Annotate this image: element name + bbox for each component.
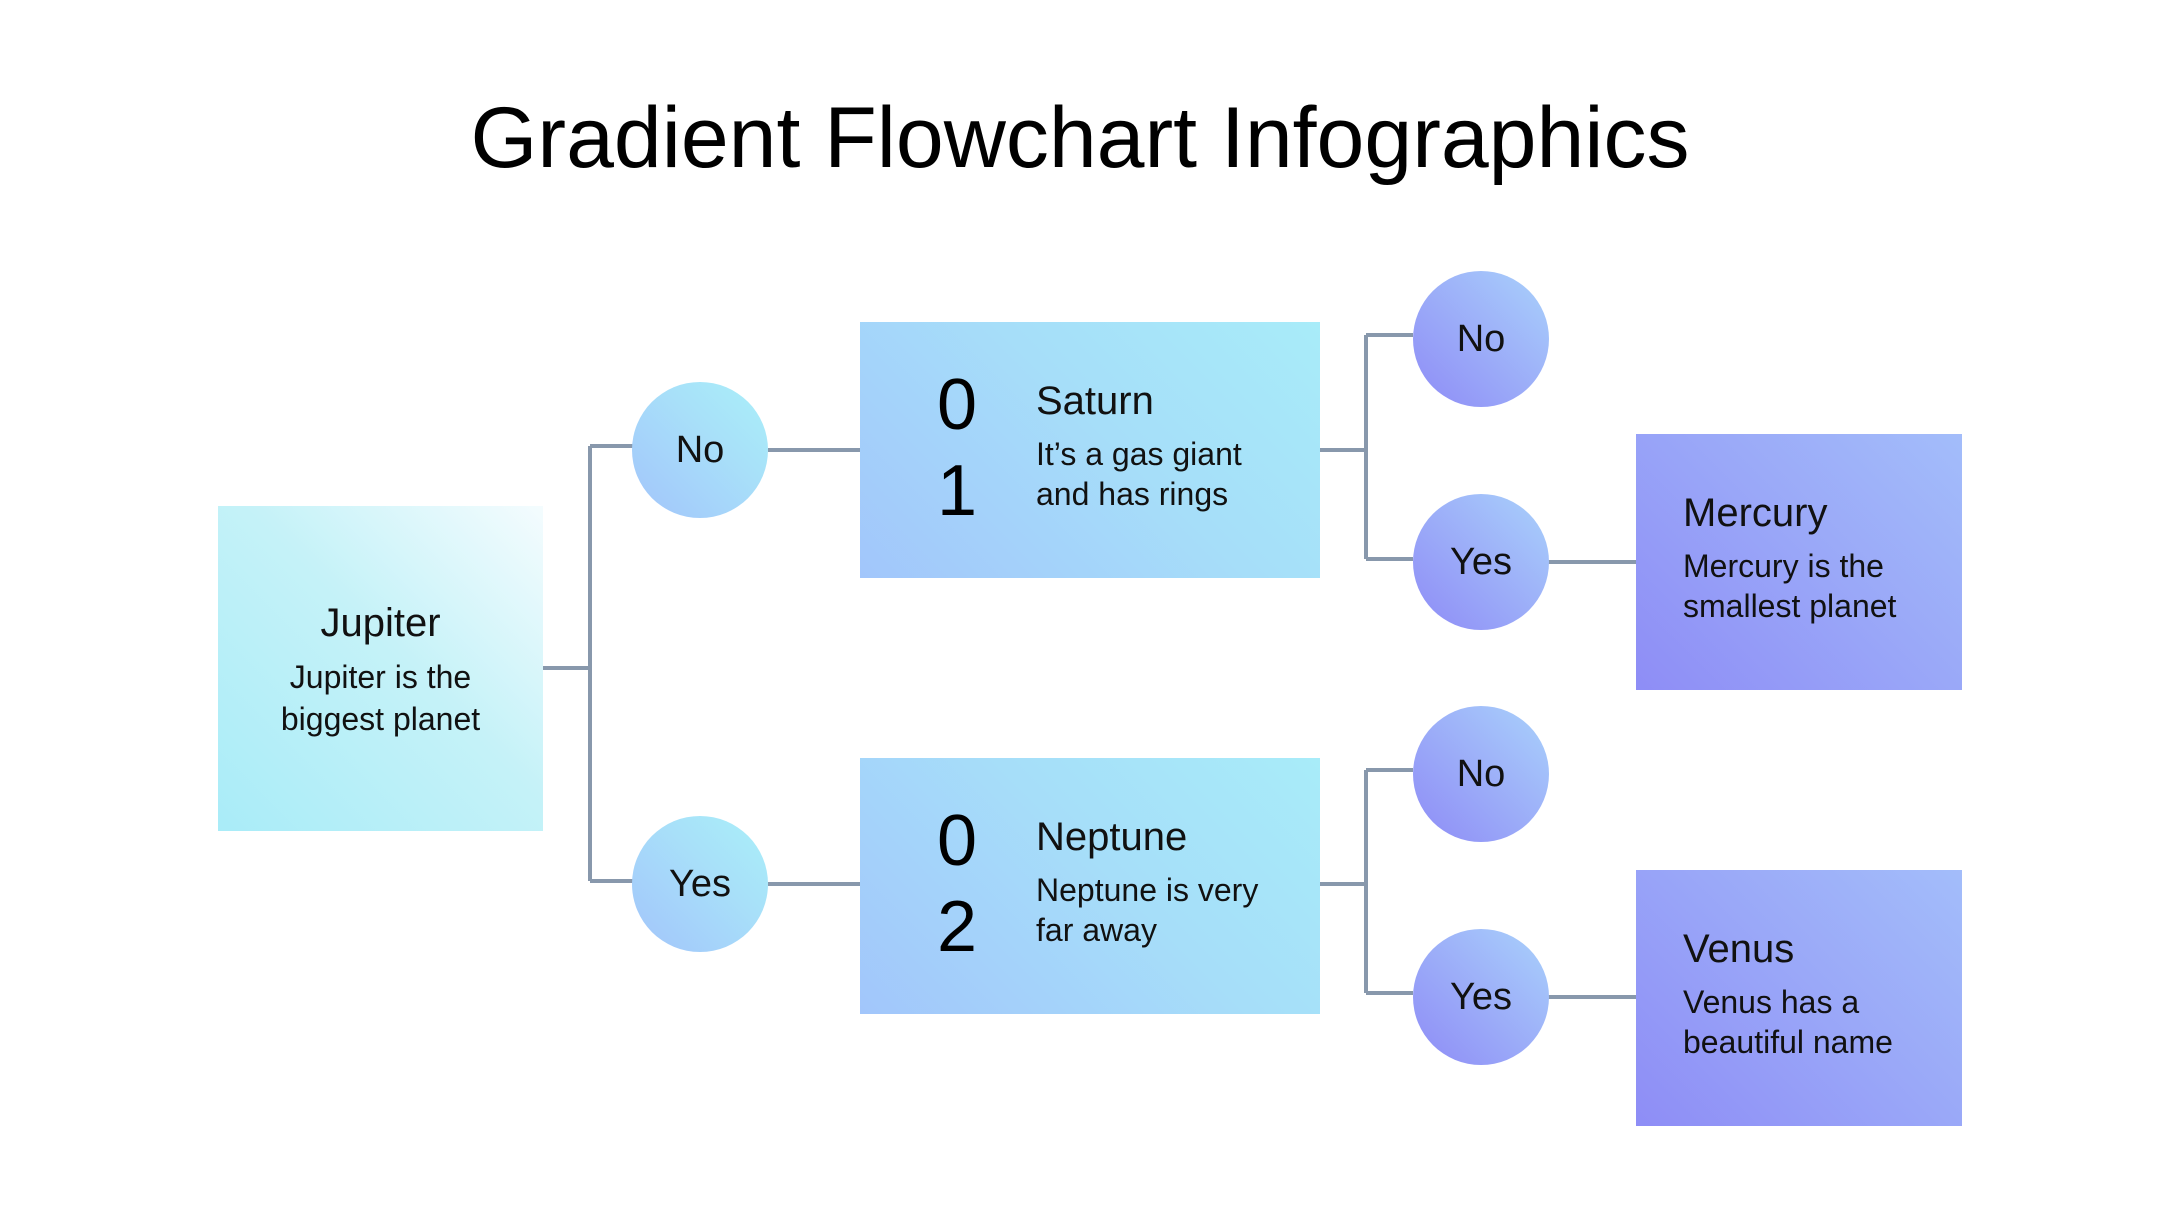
- decision-saturn-yes: Yes: [1413, 494, 1549, 630]
- node-mercury: Mercury Mercury is the smallest planet: [1636, 434, 1962, 690]
- node-neptune: 0 2 Neptune Neptune is very far away: [860, 758, 1320, 1014]
- node-venus: Venus Venus has a beautiful name: [1636, 870, 1962, 1126]
- slide-title: Gradient Flowchart Infographics: [470, 90, 1690, 186]
- connector-saturn-to-decisions: [1320, 333, 1413, 561]
- node-neptune-description: Neptune is very far away: [1036, 872, 1259, 948]
- decision-saturn-no: No: [1413, 271, 1549, 407]
- node-mercury-title: Mercury: [1683, 491, 1828, 535]
- decision-root-yes: Yes: [632, 816, 768, 952]
- connector-root-to-decisions: [543, 444, 636, 883]
- step-number-01-digit-1: 0: [936, 365, 978, 445]
- node-venus-description: Venus has a beautiful name: [1683, 984, 1893, 1060]
- step-number-01-digit-2: 1: [936, 451, 978, 531]
- step-number-02-digit-1: 0: [936, 801, 978, 881]
- node-neptune-title: Neptune: [1036, 815, 1188, 859]
- decision-neptune-no: No: [1413, 706, 1549, 842]
- node-jupiter-title: Jupiter: [320, 600, 441, 645]
- decision-root-no: No: [632, 382, 768, 518]
- node-jupiter-description: Jupiter is the biggest planet: [280, 658, 481, 737]
- node-mercury-description: Mercury is the smallest planet: [1683, 548, 1897, 624]
- node-jupiter: Jupiter Jupiter is the biggest planet: [218, 506, 543, 831]
- node-venus-title: Venus: [1683, 927, 1795, 971]
- decision-neptune-yes: Yes: [1413, 929, 1549, 1065]
- node-saturn-title: Saturn: [1036, 379, 1154, 423]
- node-saturn-description: It’s a gas giant and has rings: [1036, 436, 1242, 512]
- node-saturn: 0 1 Saturn It’s a gas giant and has ring…: [860, 322, 1320, 578]
- connector-neptune-to-decisions: [1320, 768, 1413, 995]
- step-number-02-digit-2: 2: [936, 887, 978, 967]
